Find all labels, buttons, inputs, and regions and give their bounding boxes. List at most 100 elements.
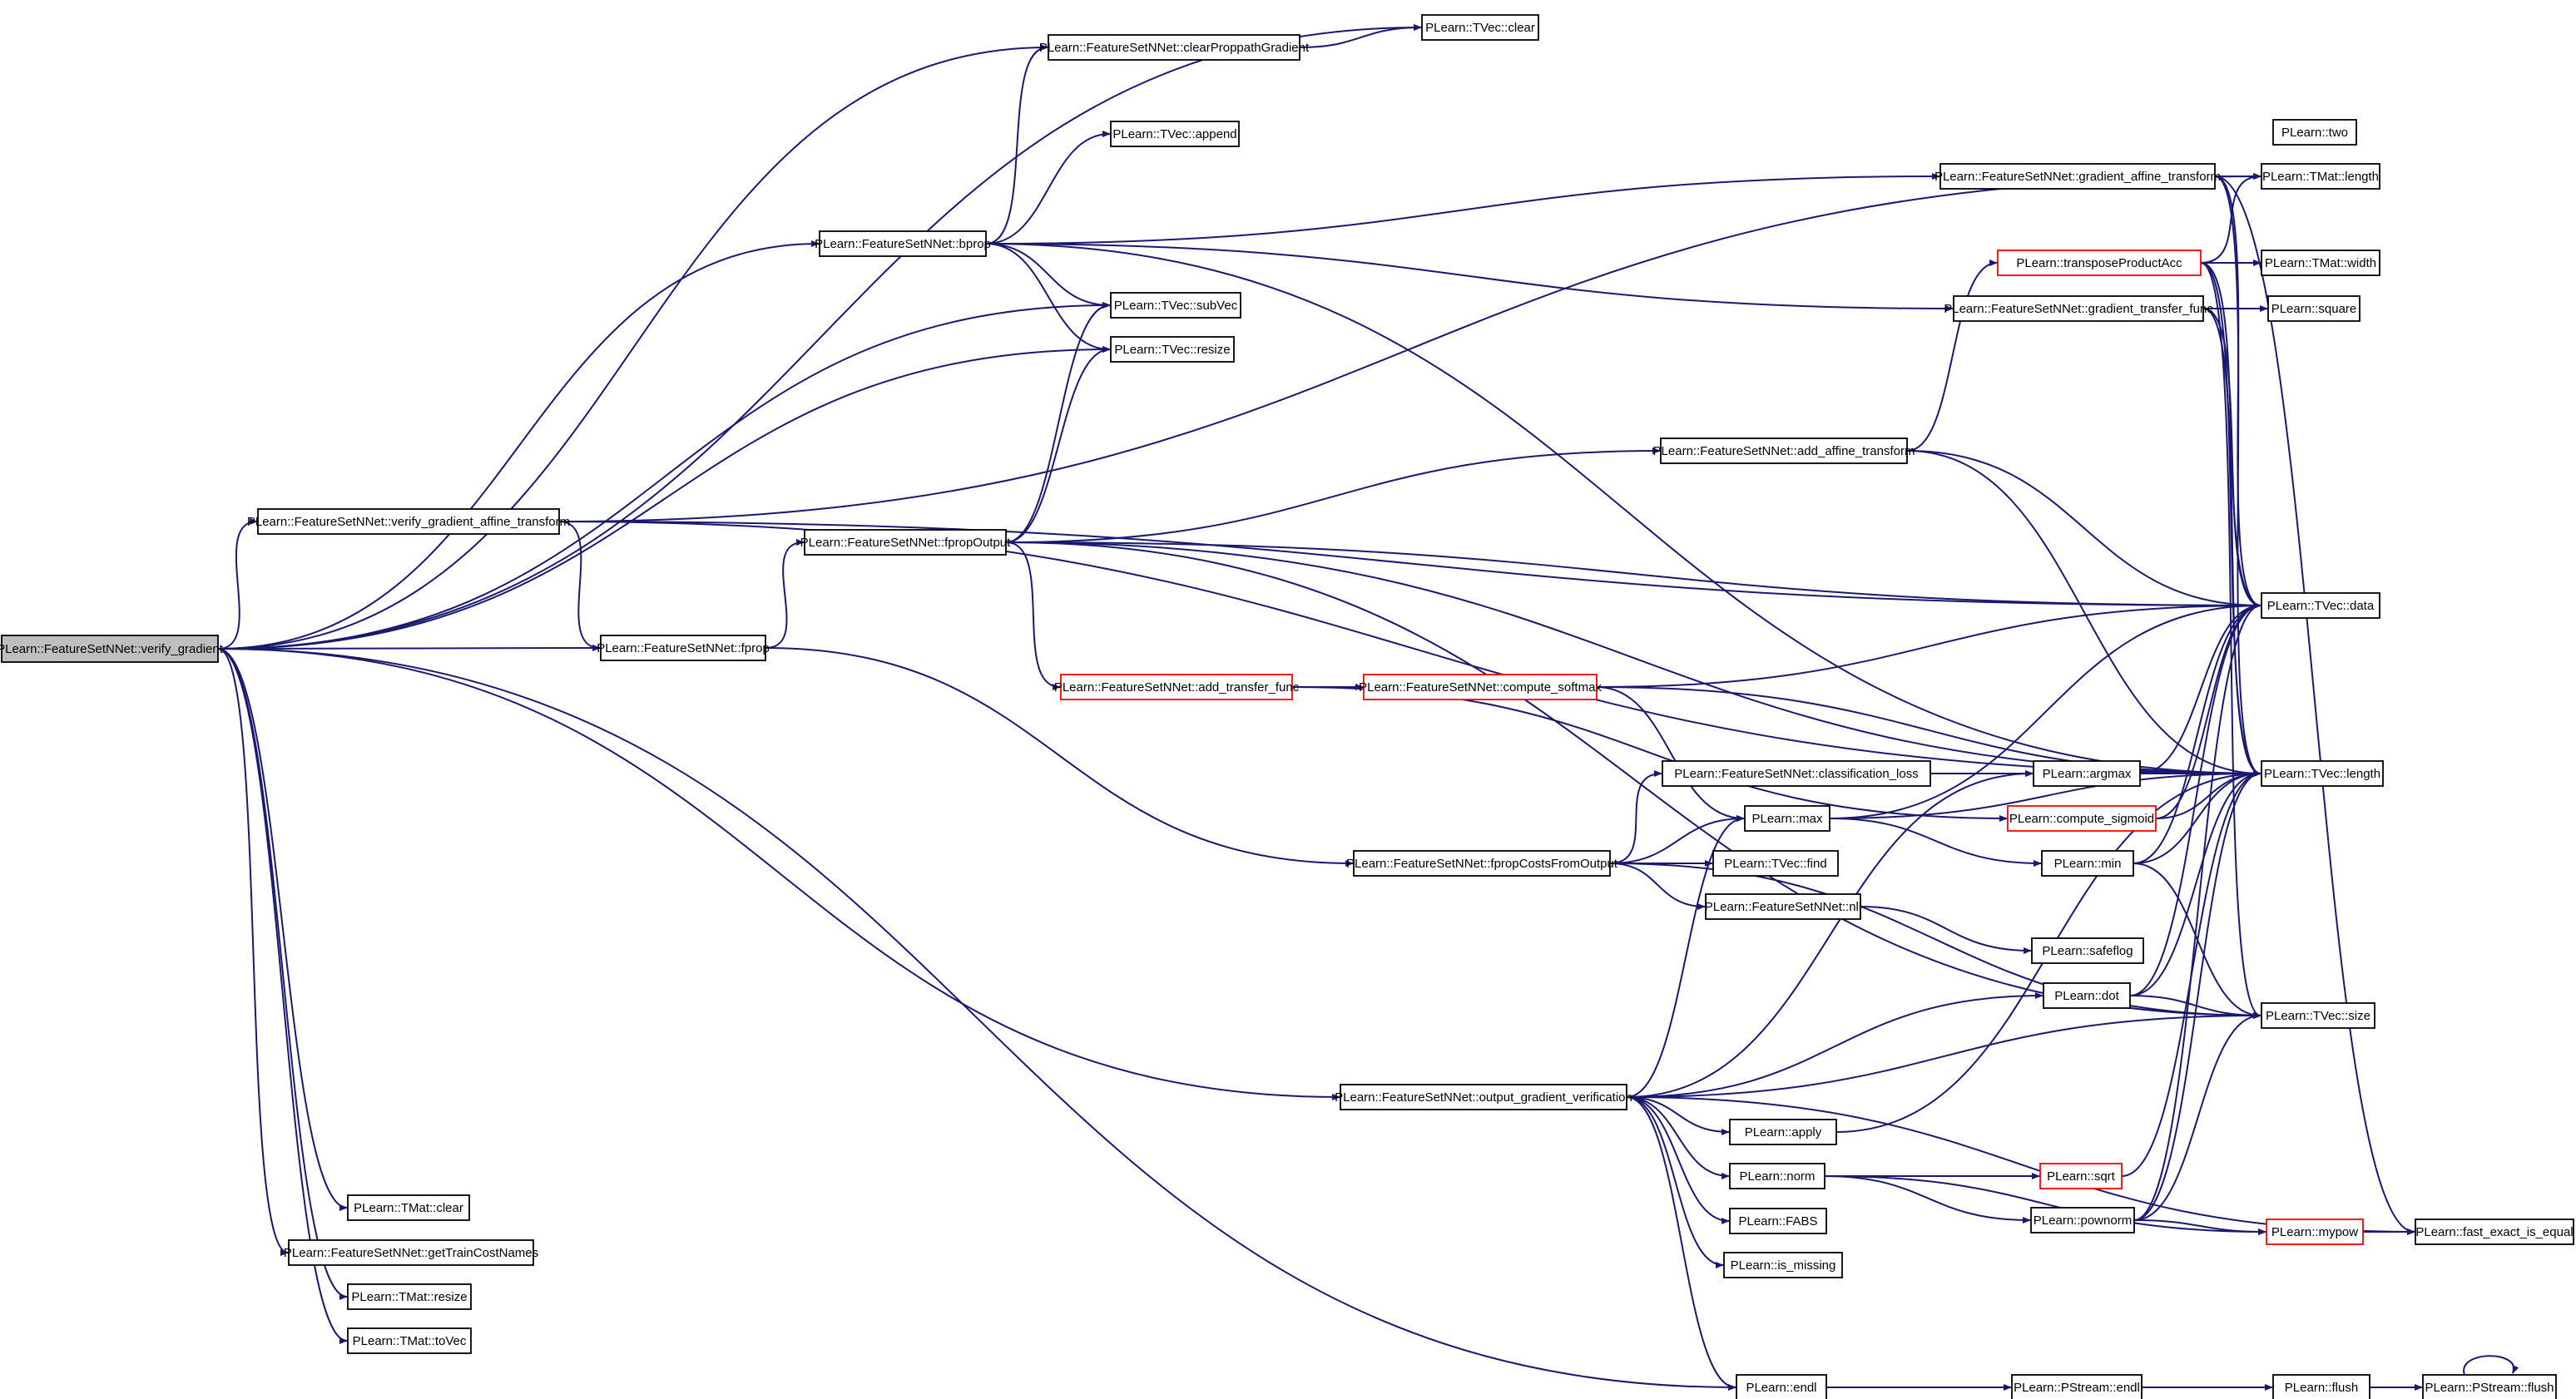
node-flush[interactable]: PLearn::flush [2272, 1374, 2370, 1399]
edge-bprop-to-gat [985, 173, 1940, 245]
node-pownorm[interactable]: PLearn::pownorm [2030, 1207, 2135, 1233]
node-fprop[interactable]: PLearn::FeatureSetNNet::fprop [597, 635, 770, 661]
node-box [347, 1194, 470, 1221]
node-tvec-subVec[interactable]: PLearn::TVec::subVec [1110, 292, 1241, 319]
node-label: PLearn::FeatureSetNNet::fpropCostsFromOu… [1346, 857, 1618, 871]
node-tvec-append[interactable]: PLearn::TVec::append [1110, 121, 1240, 147]
node-classification-loss[interactable]: PLearn::FeatureSetNNet::classification_l… [1662, 760, 1931, 787]
node-box [1662, 760, 1931, 787]
node-box [2033, 760, 2141, 787]
node-transposeProductAcc[interactable]: PLearn::transposeProductAcc [1997, 250, 2202, 276]
node-add-affine[interactable]: PLearn::FeatureSetNNet::add_affine_trans… [1653, 437, 1915, 464]
node-box [347, 1327, 472, 1354]
edge-output-gv-to-tvec-size [1626, 1012, 2261, 1098]
edge-output-gv-to-endl [1626, 1096, 1736, 1391]
node-tmat-toVec[interactable]: PLearn::TMat::toVec [347, 1327, 472, 1354]
node-tvec-data[interactable]: PLearn::TVec::data [2261, 592, 2380, 619]
node-box [1723, 1252, 1843, 1278]
edge-fpropOutput-to-tvec-resize [1005, 346, 1111, 543]
node-mypow[interactable]: PLearn::mypow [2266, 1219, 2364, 1245]
node-nll[interactable]: PLearn::FeatureSetNNet::nll [1705, 893, 1861, 920]
node-tvec-size[interactable]: PLearn::TVec::size [2261, 1002, 2375, 1029]
node-tmat-length[interactable]: PLearn::TMat::length [2261, 163, 2380, 190]
edge-clearProppath-to-tvec-clear [1299, 24, 1422, 48]
edge-verify-gradient-to-clearProppath [217, 44, 1048, 650]
node-norm[interactable]: PLearn::norm [1729, 1163, 1825, 1189]
edge-max-to-tvec-length [1829, 770, 2261, 819]
edge-pownorm-to-mypow [2133, 1219, 2266, 1235]
edge-compute-sigmoid-to-tvec-data [2155, 602, 2261, 819]
node-label: PLearn::safeflog [2042, 944, 2133, 958]
node-fpropCosts[interactable]: PLearn::FeatureSetNNet::fpropCostsFromOu… [1346, 850, 1618, 877]
edge-compute-softmax-to-max [1596, 686, 1745, 822]
node-compute-sigmoid[interactable]: PLearn::compute_sigmoid [2007, 805, 2157, 832]
node-box [2039, 1163, 2123, 1189]
node-box [1953, 295, 2204, 322]
node-bprop[interactable]: PLearn::FeatureSetNNet::bprop [815, 230, 991, 257]
node-is-missing[interactable]: PLearn::is_missing [1723, 1252, 1843, 1278]
node-endl[interactable]: PLearn::endl [1736, 1374, 1827, 1399]
node-fpropOutput[interactable]: PLearn::FeatureSetNNet::fpropOutput [800, 529, 1011, 556]
edge-add-transfer-func-to-compute-sigmoid [1291, 686, 2008, 822]
edge-verify-gradient-to-tvec-resize [217, 346, 1111, 650]
node-box [1729, 1119, 1837, 1145]
edge-dot-to-tvec-data [2129, 602, 2261, 996]
edge-verify-gradient-to-fprop [217, 645, 601, 652]
node-label: PLearn::FeatureSetNNet::classification_l… [1674, 767, 1918, 781]
node-label: PLearn::min [2054, 857, 2122, 871]
edge-verify-gradient-to-tvec-subVec [217, 302, 1111, 650]
node-label: PLearn::TMat::toVec [353, 1334, 467, 1348]
node-tvec-resize[interactable]: PLearn::TVec::resize [1110, 336, 1235, 363]
node-min[interactable]: PLearn::min [2041, 850, 2134, 877]
node-tvec-length[interactable]: PLearn::TVec::length [2261, 760, 2384, 787]
node-two[interactable]: PLearn::two [2272, 119, 2357, 146]
node-tmat-clear[interactable]: PLearn::TMat::clear [347, 1194, 470, 1221]
node-box [2272, 1374, 2370, 1399]
node-label: PLearn::TVec::length [2264, 767, 2380, 781]
node-sqrt[interactable]: PLearn::sqrt [2039, 1163, 2123, 1189]
edge-verify-gat-to-tvec-length [558, 521, 2261, 777]
edges-layer [217, 24, 2519, 1391]
edge-nll-to-safeflog [1860, 906, 2032, 954]
node-dot[interactable]: PLearn::dot [2043, 982, 2131, 1009]
node-label: PLearn::max [1751, 812, 1823, 826]
node-add-transfer-func[interactable]: PLearn::FeatureSetNNet::add_transfer_fun… [1054, 674, 1300, 700]
node-clearProppath[interactable]: PLearn::FeatureSetNNet::clearProppathGra… [1039, 34, 1310, 61]
nodes-layer: PLearn::FeatureSetNNet::verify_gradientP… [0, 14, 2574, 1399]
node-fast-exact[interactable]: PLearn::fast_exact_is_equal [2415, 1219, 2574, 1245]
node-tmat-width[interactable]: PLearn::TMat::width [2261, 250, 2380, 276]
node-getTrainCostNames[interactable]: PLearn::FeatureSetNNet::getTrainCostName… [284, 1239, 538, 1266]
edge-gat-to-tvec-length [2214, 175, 2261, 777]
node-box [2261, 1002, 2375, 1029]
node-pstream-endl[interactable]: PLearn::PStream::endl [2011, 1374, 2143, 1399]
edge-bprop-to-gtf [985, 243, 1954, 312]
node-pstream-flush[interactable]: PLearn::PStream::flush [2422, 1374, 2557, 1399]
node-gtf[interactable]: PLearn::FeatureSetNNet::gradient_transfe… [1944, 295, 2213, 322]
node-label: PLearn::TVec::find [1724, 857, 1826, 871]
node-max[interactable]: PLearn::max [1744, 805, 1830, 832]
edge-bprop-to-tvec-resize [985, 243, 1111, 353]
node-fabs[interactable]: PLearn::FABS [1729, 1208, 1827, 1234]
node-apply[interactable]: PLearn::apply [1729, 1119, 1837, 1145]
edge-verify-gradient-to-getTrainCostNames [217, 648, 289, 1256]
edge-output-gv-to-fast-exact [1626, 1096, 2415, 1235]
node-safeflog[interactable]: PLearn::safeflog [2031, 937, 2144, 964]
node-square[interactable]: PLearn::square [2267, 295, 2361, 322]
edge-fpropCosts-to-nll [1609, 863, 1706, 910]
node-argmax[interactable]: PLearn::argmax [2033, 760, 2141, 787]
node-tmat-resize[interactable]: PLearn::TMat::resize [347, 1283, 472, 1310]
node-label: PLearn::mypow [2271, 1225, 2358, 1239]
node-box [804, 529, 1007, 556]
node-tvec-find[interactable]: PLearn::TVec::find [1712, 850, 1839, 877]
node-verify-gat[interactable]: PLearn::FeatureSetNNet::verify_gradient_… [247, 508, 570, 535]
edge-fpropOutput-to-tvec-subVec [1005, 302, 1111, 543]
node-verify-gradient[interactable]: PLearn::FeatureSetNNet::verify_gradient [0, 635, 224, 663]
node-box [2007, 805, 2157, 832]
node-box [1729, 1163, 1825, 1189]
node-gat[interactable]: PLearn::FeatureSetNNet::gradient_affine_… [1934, 163, 2221, 190]
edge-verify-gradient-to-tvec-clear [217, 24, 1422, 650]
node-tvec-clear[interactable]: PLearn::TVec::clear [1421, 14, 1539, 41]
node-box [2030, 1207, 2135, 1233]
node-output-gv[interactable]: PLearn::FeatureSetNNet::output_gradient_… [1335, 1084, 1632, 1110]
node-compute-softmax[interactable]: PLearn::FeatureSetNNet::compute_softmax [1359, 674, 1602, 700]
